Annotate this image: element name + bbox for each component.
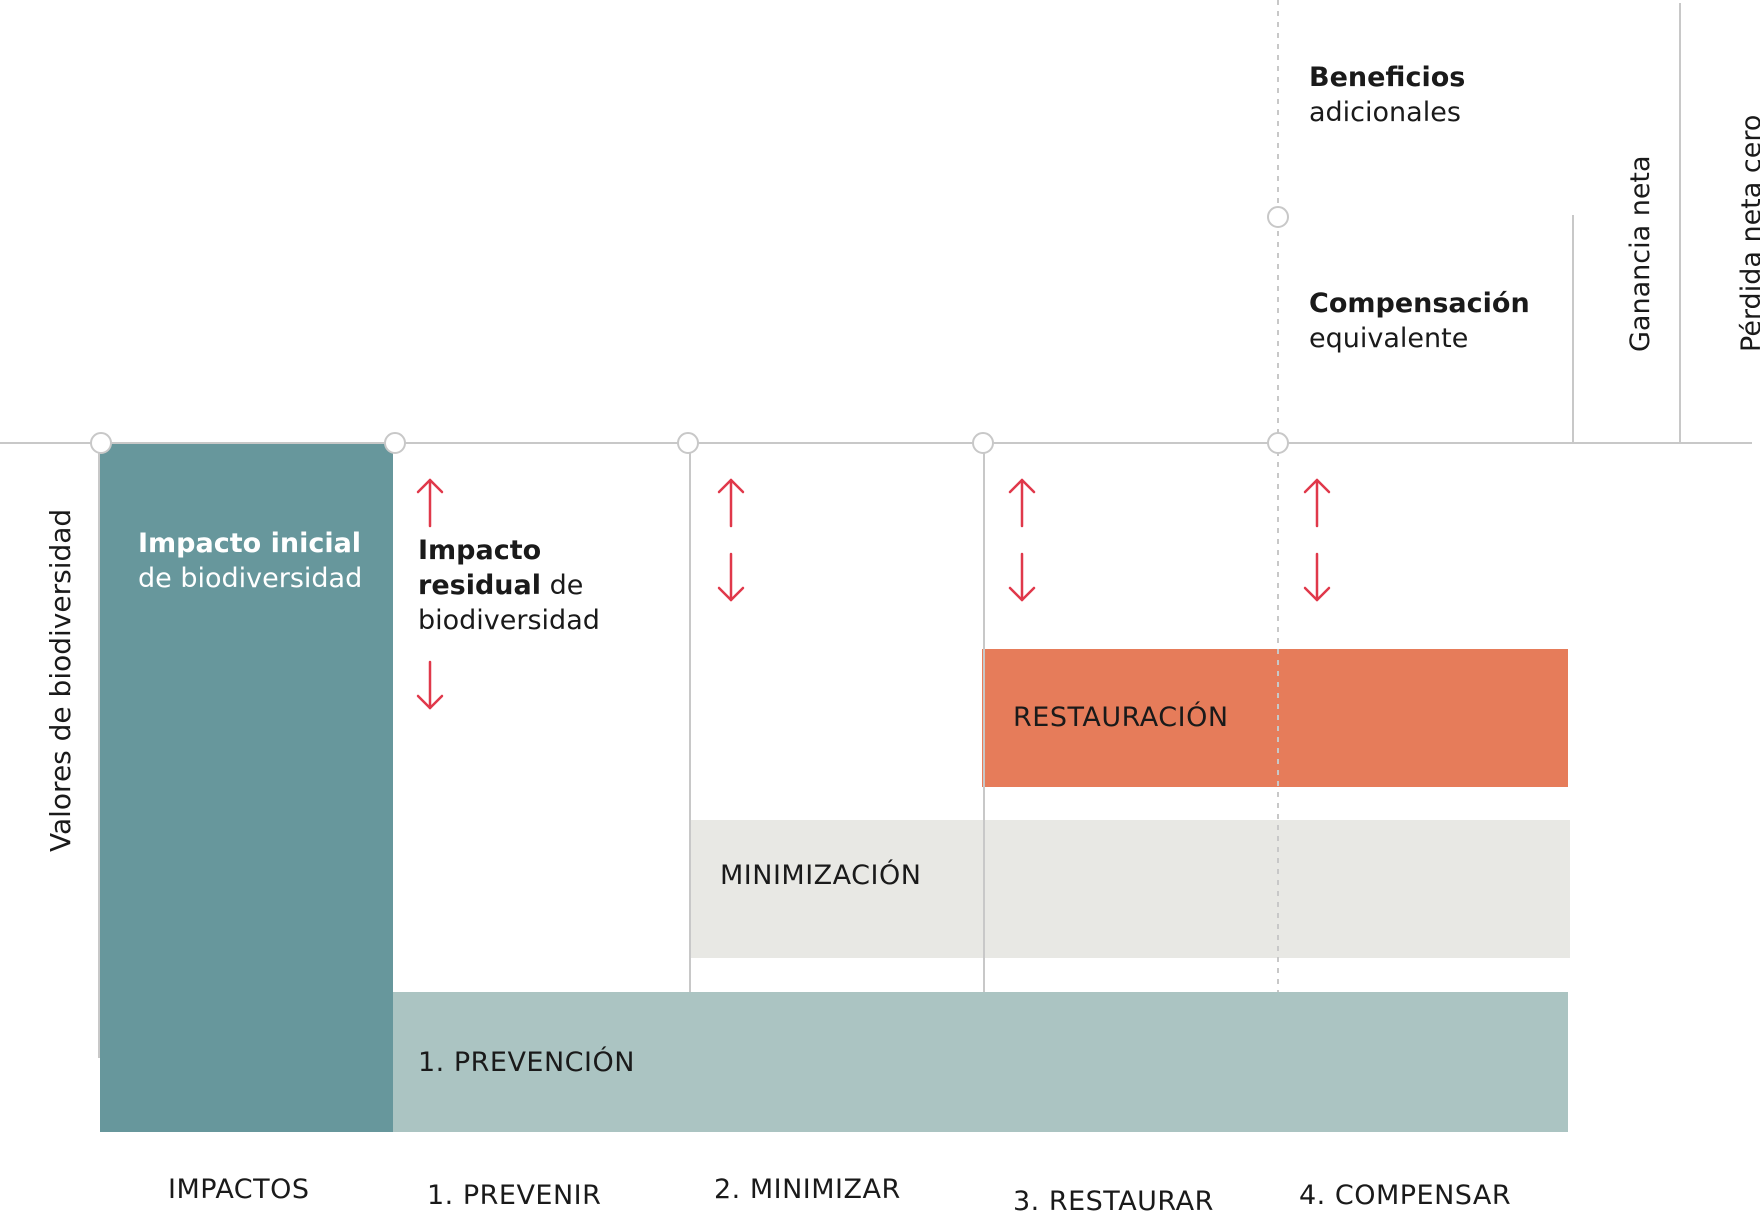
residual-light-text-2: biodiversidad <box>418 605 600 637</box>
node-impactos <box>90 432 112 454</box>
beneficios-label: Beneficios adicionales <box>1309 60 1465 130</box>
arrow-down-icon <box>717 552 745 602</box>
compensacion-light-text: equivalente <box>1309 323 1469 355</box>
node-beneficios <box>1267 206 1289 228</box>
node-minimizar <box>677 432 699 454</box>
initial-impact-bar <box>100 443 393 1132</box>
node-restaurar <box>972 432 994 454</box>
minimizacion-label: MINIMIZACIÓN <box>720 860 922 891</box>
initial-impact-light-text: de biodiversidad <box>138 563 363 595</box>
stage-label-compensar: 4. COMPENSAR <box>1299 1180 1512 1211</box>
stage-label-minimizar: 2. MINIMIZAR <box>714 1174 901 1205</box>
arrow-up-icon <box>1303 478 1331 528</box>
minimization-bar <box>690 820 1570 958</box>
compensacion-label: Compensación equivalente <box>1309 286 1530 356</box>
perdida-neta-label: Pérdida neta cero <box>1736 114 1760 352</box>
arrow-down-icon <box>1303 552 1331 602</box>
node-prevenir <box>384 432 406 454</box>
arrow-up-icon <box>717 478 745 528</box>
residual-bold-text-1: Impacto <box>418 535 542 566</box>
compensacion-bold-text: Compensación <box>1309 288 1530 319</box>
arrow-down-icon <box>1008 552 1036 602</box>
arrow-up-icon <box>1008 478 1036 528</box>
beneficios-bold-text: Beneficios <box>1309 62 1466 93</box>
ganancia-neta-label: Ganancia neta <box>1625 155 1656 352</box>
restauracion-label: RESTAURACIÓN <box>1013 702 1229 733</box>
stage-label-prevenir: 1. PREVENIR <box>427 1180 602 1211</box>
arrow-down-icon <box>416 660 444 710</box>
initial-impact-label: Impacto inicial de biodiversidad <box>138 526 362 596</box>
y-axis-label: Valores de biodiversidad <box>44 508 77 852</box>
prevencion-label: 1. PREVENCIÓN <box>418 1047 635 1078</box>
prevention-bar <box>348 992 1568 1132</box>
stage-label-restaurar: 3. RESTAURAR <box>1013 1186 1214 1217</box>
residual-light-text-1: de <box>549 570 584 602</box>
residual-impact-label: Impacto residual de biodiversidad <box>418 533 600 638</box>
node-compensar <box>1267 432 1289 454</box>
arrow-up-icon <box>416 478 444 528</box>
initial-impact-bold-text: Impacto inicial <box>138 528 362 559</box>
stage-label-impactos: IMPACTOS <box>168 1174 310 1205</box>
residual-bold-text-2: residual <box>418 570 541 602</box>
beneficios-light-text: adicionales <box>1309 97 1461 129</box>
restoration-bar <box>982 649 1568 787</box>
